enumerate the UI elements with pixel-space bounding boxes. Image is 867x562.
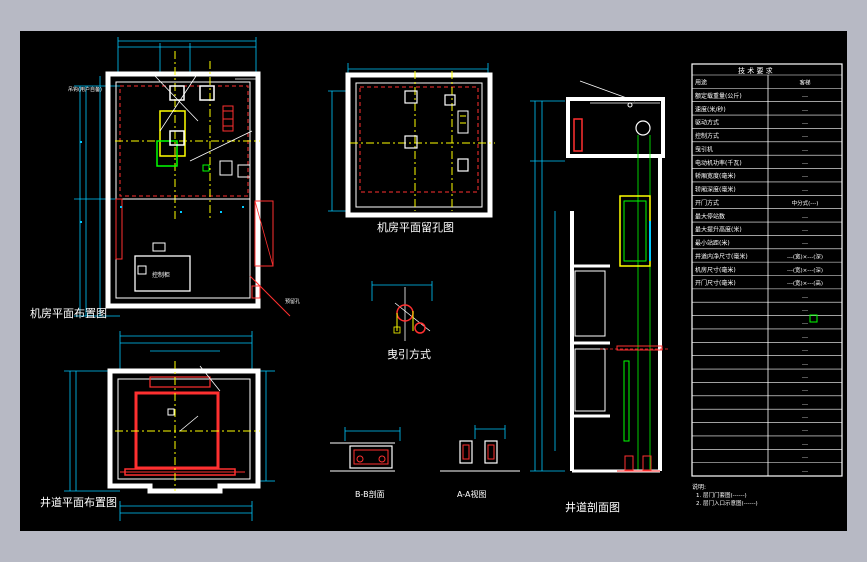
spec-row-value: ---	[802, 161, 808, 167]
shaft-plan-title: 井道平面布置图	[40, 495, 117, 509]
shaft-section: 井道剖面图	[530, 80, 670, 514]
spec-row-value: ---	[802, 455, 808, 461]
spec-row-value: ---	[802, 147, 808, 153]
spec-row-value: ---	[802, 241, 808, 247]
spec-row-value: ---	[802, 428, 808, 434]
machine-room-holes-title: 机房平面留孔图	[377, 220, 454, 234]
spec-row-label: 机房尺寸(毫米)	[695, 266, 736, 274]
spec-row-value: ---	[802, 134, 808, 140]
spec-row-value: ---	[802, 442, 808, 448]
spec-row-value: ---	[802, 294, 808, 300]
spec-row-value: ---	[802, 388, 808, 394]
hook-label: 吊钩(用户自备)	[68, 86, 102, 93]
spec-row-value: 客梯	[799, 79, 811, 87]
spec-row-label: 最大停站数	[695, 212, 725, 220]
spec-row-value: ---	[802, 348, 808, 354]
cad-drawing-canvas: 控制柜 预留孔 吊钩(用户自备) 机房平面布置图	[20, 31, 847, 531]
spec-row-label: 轿厢宽度(毫米)	[695, 172, 736, 180]
spec-row-value: ---	[802, 375, 808, 381]
spec-row-value: ---	[802, 321, 808, 327]
spec-row-value: ---	[802, 361, 808, 367]
traction-method-diagram: 曳引方式	[371, 281, 433, 361]
spec-row-value: ---	[802, 107, 808, 113]
hole-label: 预留孔	[285, 298, 300, 305]
spec-row-label: 用途	[695, 79, 707, 87]
spec-row-label: 轿厢深度(毫米)	[695, 186, 736, 194]
spec-row-value: ---	[802, 188, 808, 194]
spec-row-value: ---	[802, 335, 808, 341]
spec-row-label: 曳引机	[695, 145, 713, 153]
spec-row-value: ---	[802, 121, 808, 127]
notes-title: 说明:	[692, 483, 706, 491]
spec-row-label: 井道内净尺寸(毫米)	[695, 252, 748, 260]
view-aa-title: A-A视图	[457, 489, 486, 499]
spec-row-value: ---(宽)×---(高)	[787, 279, 823, 287]
spec-row-value: ---	[802, 415, 808, 421]
spec-row-value: ---	[802, 468, 808, 474]
spec-row-label: 控制方式	[695, 132, 719, 140]
traction-method-title: 曳引方式	[387, 347, 431, 361]
section-bb-title: B-B剖面	[355, 489, 385, 499]
spec-row-value: ---	[802, 401, 808, 407]
section-bb: B-B剖面	[330, 427, 401, 499]
drawing-svg: 控制柜 预留孔 吊钩(用户自备) 机房平面布置图	[30, 37, 843, 521]
spec-row-value: ---(宽)×---(深)	[787, 266, 823, 274]
spec-row-value: ---	[802, 94, 808, 100]
machine-room-plan: 控制柜 预留孔 吊钩(用户自备) 机房平面布置图	[30, 37, 300, 320]
spec-row-label: 开门尺寸(毫米)	[695, 279, 736, 287]
spec-row-value: ---	[802, 214, 808, 220]
spec-row-value: ---	[802, 308, 808, 314]
note-1: 1. 层门门套图(------)	[696, 491, 747, 499]
spec-table-title: 技 术 要 求	[738, 66, 773, 75]
machine-room-plan-title: 机房平面布置图	[30, 306, 107, 320]
note-2: 2. 层门入口示意图(------)	[696, 499, 758, 507]
control-cabinet-label: 控制柜	[152, 271, 170, 279]
spec-row-value: ---(宽)×---(深)	[787, 252, 823, 260]
spec-row-label: 驱动方式	[695, 119, 719, 127]
machine-room-holes: 机房平面留孔图	[328, 63, 495, 234]
shaft-section-title: 井道剖面图	[565, 500, 620, 514]
spec-row-value: 中分式(---)	[792, 199, 819, 207]
spec-row-value: ---	[802, 228, 808, 234]
shaft-plan: 井道平面布置图	[40, 331, 275, 521]
spec-row-label: 额定载重量(公斤)	[695, 92, 742, 100]
spec-row-label: 速度(米/秒)	[695, 105, 726, 113]
spec-row-label: 最大提升高度(米)	[695, 226, 742, 234]
spec-row-value: ---	[802, 174, 808, 180]
view-aa: A-A视图	[440, 425, 520, 499]
spec-row-label: 电动机功率(千瓦)	[695, 159, 742, 167]
spec-row-label: 开门方式	[695, 199, 719, 207]
spec-row-label: 最小站距(米)	[695, 239, 730, 247]
